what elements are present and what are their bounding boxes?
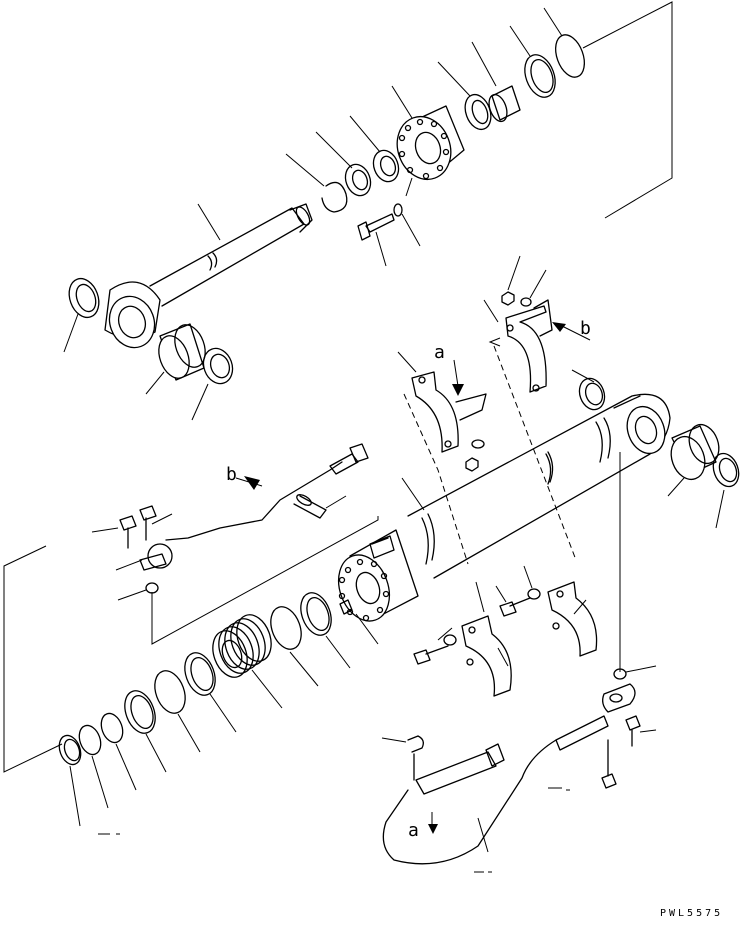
piston-ring-4 [154, 670, 186, 714]
ring-seal-2 [372, 149, 400, 183]
ref-label-b-lower: b [226, 464, 237, 485]
seal-rod-eye-left [68, 277, 100, 319]
seal-tube-eye-right [712, 452, 740, 488]
figure-code: PWL5575 [660, 908, 723, 919]
piston-ring-5 [124, 690, 156, 734]
leaders-piston [69, 613, 379, 827]
seal-rod-eye-right [202, 347, 234, 385]
leaders-lower-clamps [437, 452, 621, 672]
washer-b [520, 297, 532, 307]
piston-ring-8 [58, 734, 82, 766]
piston-ring-2 [270, 606, 302, 650]
group-frame-lower [3, 545, 63, 773]
leaders-upper [63, 7, 563, 421]
bracket-a [411, 371, 487, 453]
bracket-b [505, 299, 553, 393]
piston-ring-1 [300, 592, 332, 636]
ref-label-a-lower: a [408, 820, 419, 841]
nut-b [501, 291, 515, 306]
piston-ring-pack [212, 614, 272, 678]
piston [337, 529, 419, 622]
leaders-tube [401, 369, 725, 529]
ring-seal-1 [344, 163, 372, 197]
head-bolt [357, 213, 395, 241]
head-washer [393, 203, 403, 217]
leaders-lower-pipe [381, 665, 657, 873]
ring-seal-4 [524, 54, 556, 98]
bushing-head [488, 85, 521, 123]
lower-pipe-assembly [382, 668, 641, 865]
bushing-rod-eye [158, 323, 206, 381]
leaders-left-pipe [91, 476, 379, 645]
ring-seal-5 [555, 34, 585, 78]
ref-label-a-upper: a [434, 342, 445, 363]
piston-set-screw [339, 599, 353, 615]
leaders-bracket-a [397, 345, 577, 565]
snap-ring [321, 181, 348, 213]
piston-rod [104, 203, 313, 349]
leaders-bracket-b [483, 255, 591, 347]
bushing-tube-eye [670, 423, 720, 481]
bracket-a-nut [465, 439, 485, 472]
clamp-lower-left [413, 615, 512, 697]
cylinder-head [396, 105, 465, 181]
seal-tube-eye-top [578, 377, 606, 411]
left-pipe-assembly [119, 443, 369, 594]
piston-ring-7 [78, 724, 102, 756]
group-frame-upper [582, 1, 673, 219]
cylinder-tube [369, 393, 671, 579]
piston-ring-6 [100, 712, 124, 744]
clamp-lower-right [499, 581, 598, 657]
piston-ring-3 [184, 652, 216, 696]
ref-label-b-upper: b [580, 318, 591, 339]
